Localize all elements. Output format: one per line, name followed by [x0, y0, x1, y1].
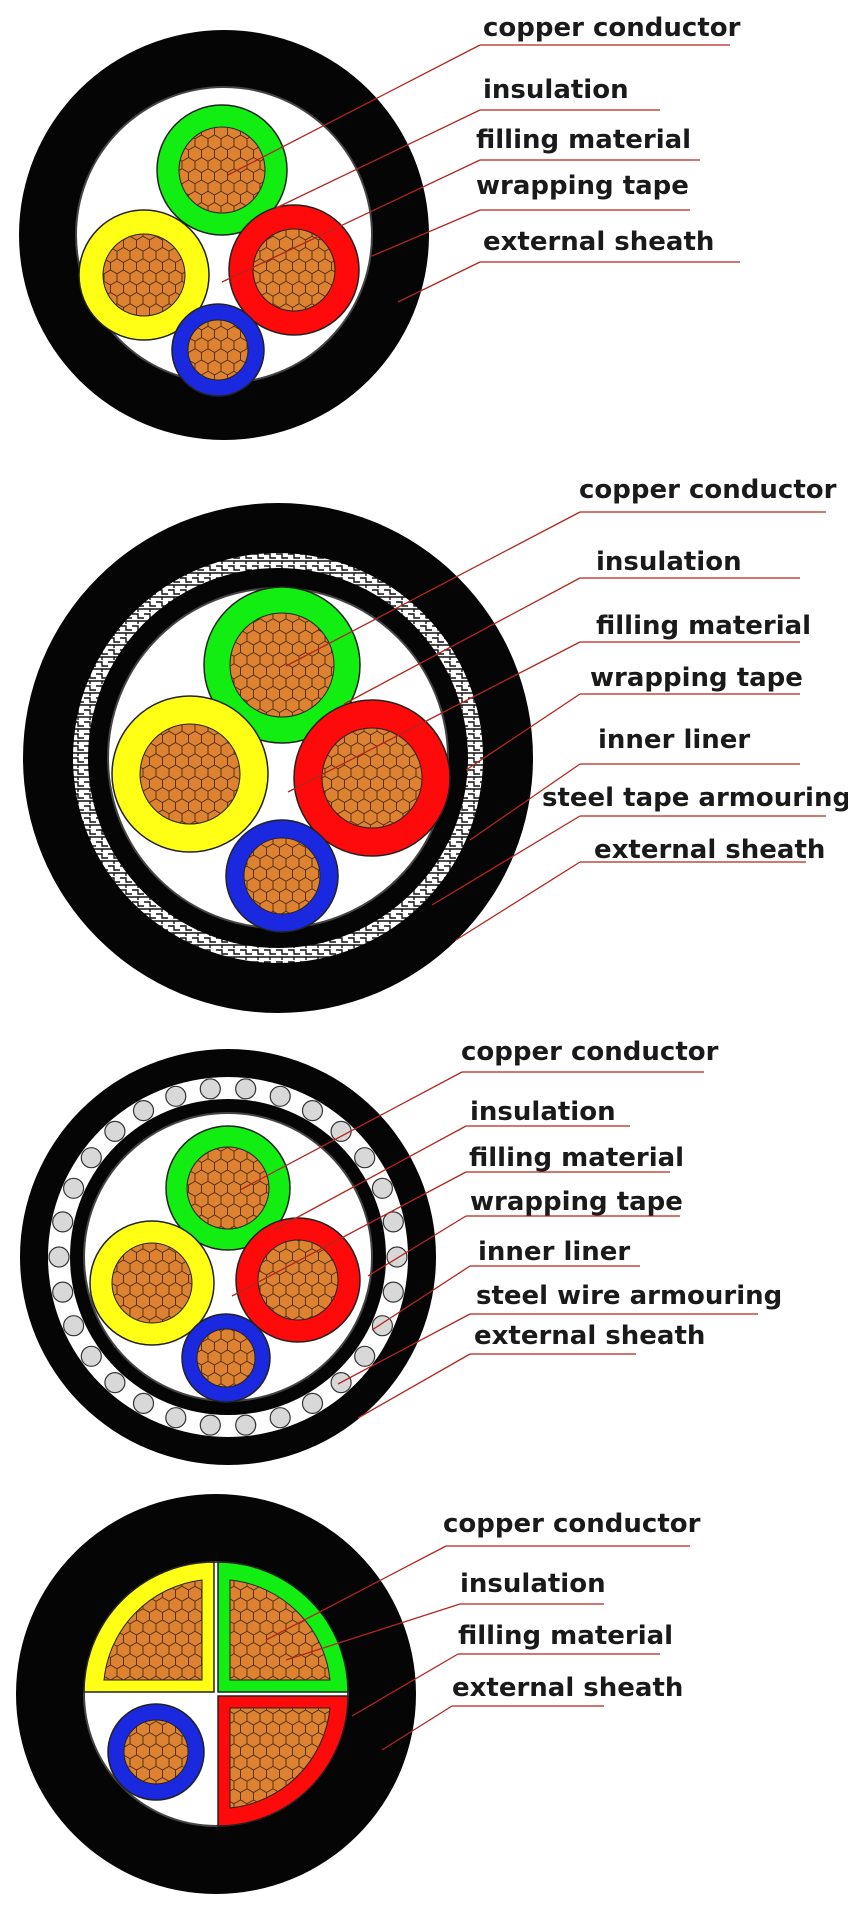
armour-wire	[52, 1211, 74, 1233]
label-inner-liner: inner liner	[598, 725, 750, 755]
armour-wire	[132, 1392, 155, 1415]
armour-wire	[62, 1177, 85, 1199]
diagram-sector-conductor: copper conductor insulation filling mate…	[16, 1494, 701, 1894]
core-red	[228, 204, 360, 336]
core-blue	[225, 819, 339, 933]
core-red	[293, 699, 451, 857]
label-external-sheath: external sheath	[452, 1673, 683, 1703]
core-green	[165, 1125, 291, 1251]
label-insulation: insulation	[470, 1097, 616, 1127]
label-filling-material: filling material	[469, 1143, 684, 1173]
core-yellow	[89, 1220, 215, 1346]
armour-wire	[62, 1315, 85, 1337]
label-external-sheath: external sheath	[474, 1321, 705, 1351]
armour-wire	[235, 1414, 257, 1436]
label-copper-conductor: copper conductor	[579, 475, 837, 505]
armour-wire	[80, 1147, 102, 1169]
label-copper-conductor: copper conductor	[483, 13, 741, 43]
label-steel-wire-armouring: steel wire armouring	[476, 1281, 782, 1311]
diagram-steel-wire-armoured: copper conductor insulation filling mate…	[20, 1037, 782, 1465]
armour-wire	[104, 1371, 126, 1394]
label-insulation: insulation	[483, 75, 629, 105]
cross-section-2	[23, 503, 533, 1013]
label-wrapping-tape: wrapping tape	[470, 1187, 683, 1217]
label-wrapping-tape: wrapping tape	[476, 171, 689, 201]
armour-wire	[269, 1407, 291, 1429]
labels-2: copper conductor insulation filling mate…	[542, 475, 848, 865]
armour-wire	[382, 1281, 404, 1303]
label-external-sheath: external sheath	[483, 227, 714, 257]
label-copper-conductor: copper conductor	[443, 1509, 701, 1539]
armour-wire	[354, 1147, 376, 1169]
armour-wire	[80, 1345, 102, 1367]
cross-section-3	[20, 1049, 436, 1465]
cross-section-1	[19, 30, 429, 440]
armour-wire	[371, 1177, 393, 1199]
label-filling-material: filling material	[476, 125, 691, 155]
core-green	[156, 104, 288, 236]
labels-4: copper conductor insulation filling mate…	[443, 1509, 701, 1703]
armour-wire	[165, 1085, 187, 1107]
armour-wire	[199, 1414, 221, 1436]
armour-wire	[382, 1211, 404, 1233]
armour-wire	[132, 1099, 155, 1122]
core-blue	[171, 303, 265, 397]
armour-wire	[104, 1120, 126, 1143]
armour-wire	[165, 1407, 187, 1429]
labels-1: copper conductor insulation filling mate…	[476, 13, 741, 257]
core-yellow	[111, 695, 269, 853]
leader-lines-4	[265, 1545, 690, 1751]
core-red	[235, 1217, 361, 1343]
armour-wire	[330, 1120, 352, 1143]
core-green	[203, 586, 361, 744]
label-steel-tape-armouring: steel tape armouring	[542, 783, 848, 813]
label-copper-conductor: copper conductor	[461, 1037, 719, 1067]
diagram-steel-tape-armoured: copper conductor insulation filling mate…	[23, 475, 848, 1013]
armour-wire	[235, 1078, 257, 1100]
leader-lines-3	[231, 1071, 758, 1419]
armour-wire	[386, 1246, 408, 1268]
label-insulation: insulation	[596, 547, 742, 577]
armour-wire	[52, 1281, 74, 1303]
armour-wire	[48, 1246, 70, 1268]
cross-section-4	[16, 1494, 416, 1894]
core-yellow	[78, 209, 210, 341]
label-wrapping-tape: wrapping tape	[590, 663, 803, 693]
core-blue	[181, 1313, 271, 1403]
sector-red	[217, 1695, 349, 1827]
armour-wire	[301, 1392, 324, 1415]
armour-wire	[199, 1078, 221, 1100]
sector-yellow	[83, 1561, 215, 1693]
leader-lines-2	[285, 511, 826, 941]
label-filling-material: filling material	[596, 611, 811, 641]
label-inner-liner: inner liner	[478, 1237, 630, 1267]
label-insulation: insulation	[460, 1569, 606, 1599]
armour-wire	[301, 1099, 324, 1122]
core-blue	[107, 1703, 205, 1801]
labels-3: copper conductor insulation filling mate…	[461, 1037, 782, 1351]
label-external-sheath: external sheath	[594, 835, 825, 865]
diagram-unarmoured: copper conductor insulation filling mate…	[19, 13, 741, 440]
sector-green	[217, 1561, 349, 1693]
armour-wire	[269, 1085, 291, 1107]
armour-wire	[354, 1345, 376, 1367]
leader-lines-1	[221, 44, 740, 303]
label-filling-material: filling material	[458, 1621, 673, 1651]
